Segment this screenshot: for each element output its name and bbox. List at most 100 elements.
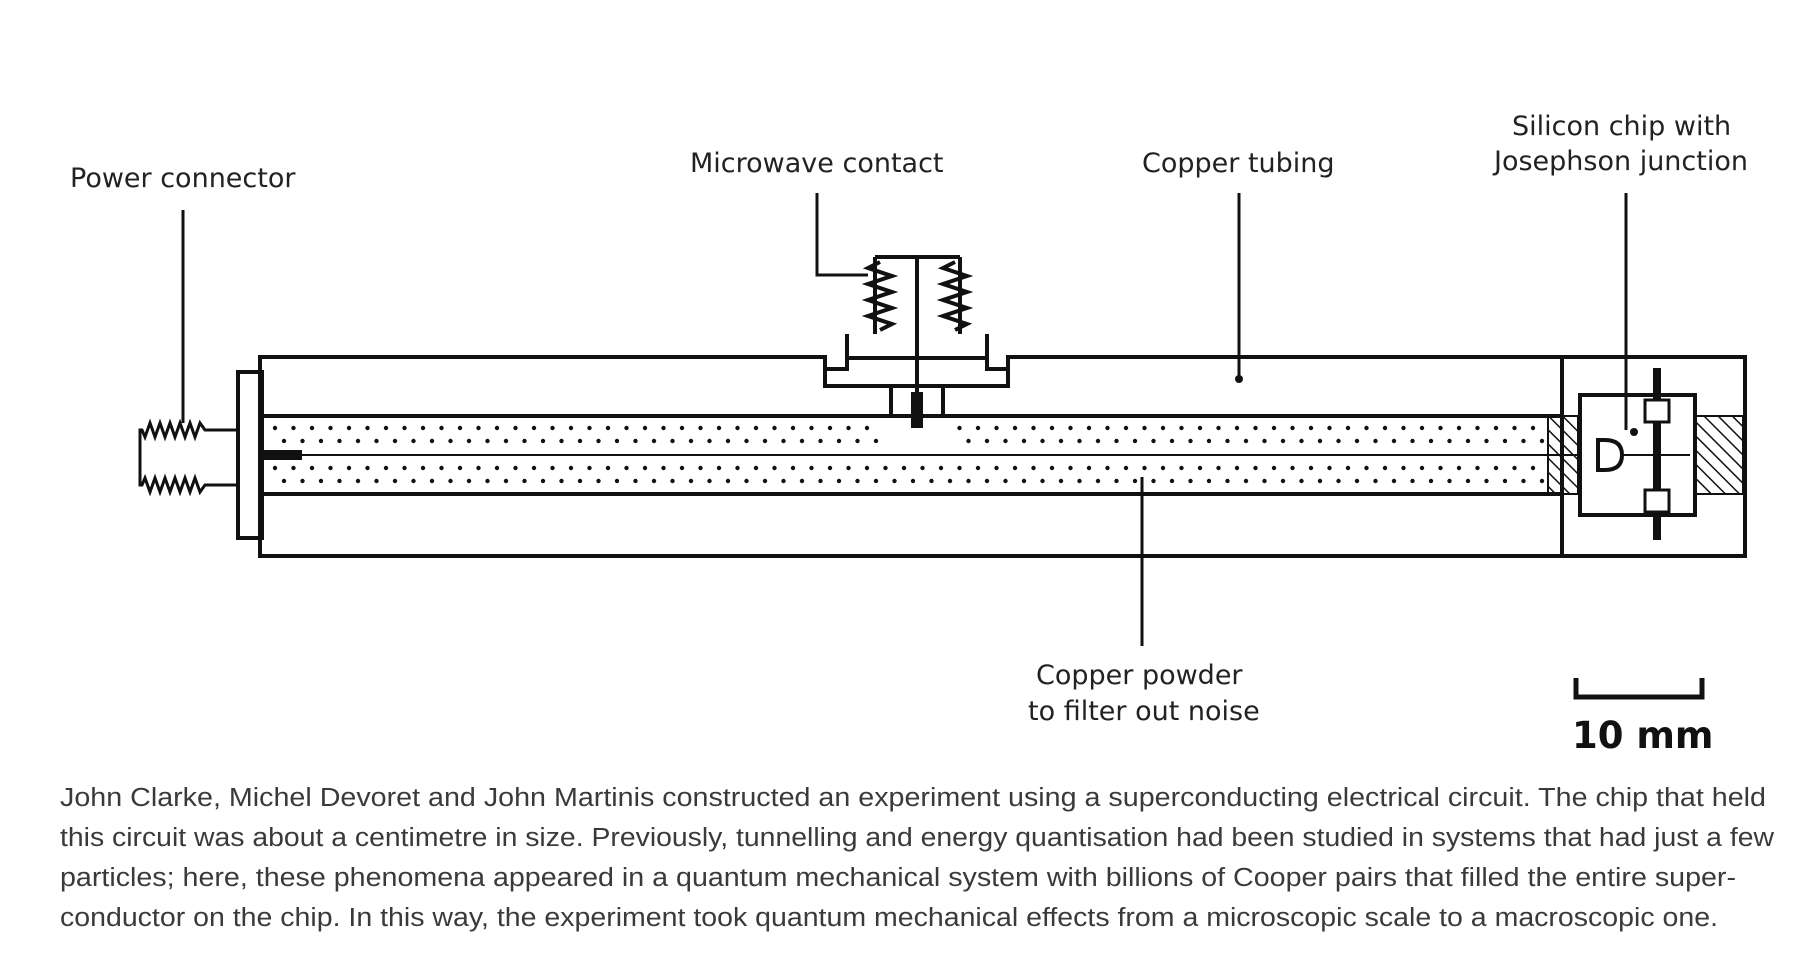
caption-line-2: this circuit was about a centimetre in s… bbox=[60, 824, 1775, 852]
powder-dot bbox=[374, 438, 379, 444]
powder-dot bbox=[1354, 438, 1360, 444]
powder-dot bbox=[1475, 425, 1480, 431]
powder-dot bbox=[1160, 465, 1166, 471]
label-copper-tubing: Copper tubing bbox=[1142, 148, 1335, 179]
powder-dot bbox=[1123, 425, 1129, 431]
powder-dot bbox=[1493, 425, 1499, 431]
powder-dot bbox=[1530, 465, 1536, 471]
powder-dot bbox=[957, 425, 962, 431]
powder-dot bbox=[1484, 478, 1489, 484]
powder-dot bbox=[1271, 425, 1277, 431]
powder-dot bbox=[448, 438, 453, 444]
leader-dot-chip bbox=[1630, 428, 1638, 436]
powder-dot bbox=[1058, 478, 1064, 484]
powder-dot bbox=[799, 438, 805, 444]
powder-dot bbox=[1502, 478, 1508, 484]
powder-dot bbox=[476, 465, 481, 471]
powder-dot bbox=[1225, 478, 1230, 484]
powder-dot bbox=[966, 438, 971, 444]
powder-dot bbox=[1086, 465, 1092, 471]
powder-dot bbox=[596, 438, 601, 444]
powder-dot bbox=[587, 425, 592, 431]
powder-dot bbox=[587, 465, 592, 471]
powder-dot bbox=[1243, 478, 1249, 484]
powder-dot bbox=[910, 478, 916, 484]
powder-dot bbox=[614, 478, 620, 484]
powder-dot bbox=[670, 478, 675, 484]
scale-bar-label: 10 mm bbox=[1572, 714, 1713, 757]
powder-dot bbox=[1253, 425, 1258, 431]
powder-dot bbox=[836, 478, 842, 484]
powder-dot bbox=[670, 438, 675, 444]
powder-dot bbox=[411, 438, 416, 444]
powder-dot bbox=[328, 425, 333, 431]
powder-dot bbox=[272, 425, 278, 431]
powder-dot bbox=[1539, 478, 1545, 484]
powder-dot bbox=[1021, 478, 1027, 484]
powder-dot bbox=[577, 438, 583, 444]
powder-dot bbox=[818, 438, 823, 444]
powder-dot bbox=[716, 425, 722, 431]
powder-dot bbox=[1151, 438, 1156, 444]
powder-dot bbox=[1299, 438, 1304, 444]
powder-dot bbox=[725, 438, 731, 444]
powder-dot bbox=[383, 465, 389, 471]
powder-dot bbox=[485, 478, 490, 484]
powder-dot bbox=[642, 425, 648, 431]
powder-dot bbox=[679, 425, 685, 431]
powder-dot bbox=[466, 478, 472, 484]
powder-dot bbox=[1114, 438, 1119, 444]
powder-dot bbox=[1012, 465, 1018, 471]
powder-dot bbox=[836, 438, 842, 444]
powder-dot bbox=[1188, 478, 1193, 484]
powder-dot bbox=[809, 425, 814, 431]
powder-dot bbox=[975, 425, 981, 431]
powder-dot bbox=[883, 465, 888, 471]
powder-dot bbox=[707, 478, 712, 484]
powder-dot bbox=[799, 478, 805, 484]
powder-dot bbox=[309, 465, 315, 471]
powder-dot bbox=[716, 465, 722, 471]
powder-dot bbox=[1280, 478, 1286, 484]
powder-dot bbox=[540, 438, 546, 444]
powder-dot bbox=[929, 478, 934, 484]
powder-dot bbox=[1308, 465, 1314, 471]
powder-dot bbox=[1521, 478, 1526, 484]
powder-dot bbox=[439, 425, 444, 431]
powder-dot bbox=[744, 438, 749, 444]
scale-bar bbox=[1573, 678, 1705, 700]
powder-dot bbox=[420, 425, 426, 431]
powder-dot bbox=[1391, 478, 1397, 484]
powder-dot bbox=[1373, 478, 1378, 484]
powder-dot bbox=[1243, 438, 1249, 444]
powder-dot bbox=[1049, 425, 1055, 431]
powder-dot bbox=[1077, 478, 1082, 484]
powder-dot bbox=[1123, 465, 1129, 471]
powder-dot bbox=[355, 478, 361, 484]
powder-dot bbox=[1438, 465, 1443, 471]
powder-dot bbox=[661, 465, 666, 471]
powder-dot bbox=[1225, 438, 1230, 444]
label-silicon-chip-2: Josephson junction bbox=[1492, 146, 1748, 177]
powder-dot bbox=[559, 478, 564, 484]
powder-dot bbox=[735, 425, 740, 431]
powder-dot bbox=[485, 438, 490, 444]
powder-dot bbox=[1169, 478, 1175, 484]
powder-dot bbox=[337, 478, 342, 484]
powder-dot bbox=[809, 465, 814, 471]
powder-dot bbox=[1382, 465, 1388, 471]
powder-dot bbox=[864, 465, 870, 471]
powder-dot bbox=[318, 438, 324, 444]
powder-dot bbox=[938, 465, 944, 471]
powder-dot bbox=[1003, 438, 1008, 444]
powder-dot bbox=[1373, 438, 1378, 444]
powder-dot bbox=[1262, 478, 1267, 484]
powder-dot bbox=[790, 425, 796, 431]
caption-line-1: John Clarke, Michel Devoret and John Mar… bbox=[60, 784, 1766, 812]
powder-dot bbox=[309, 425, 315, 431]
powder-dot bbox=[1216, 425, 1221, 431]
powder-dot bbox=[772, 465, 777, 471]
powder-dot bbox=[614, 438, 620, 444]
powder-dot bbox=[753, 465, 759, 471]
powder-dot bbox=[1197, 425, 1203, 431]
